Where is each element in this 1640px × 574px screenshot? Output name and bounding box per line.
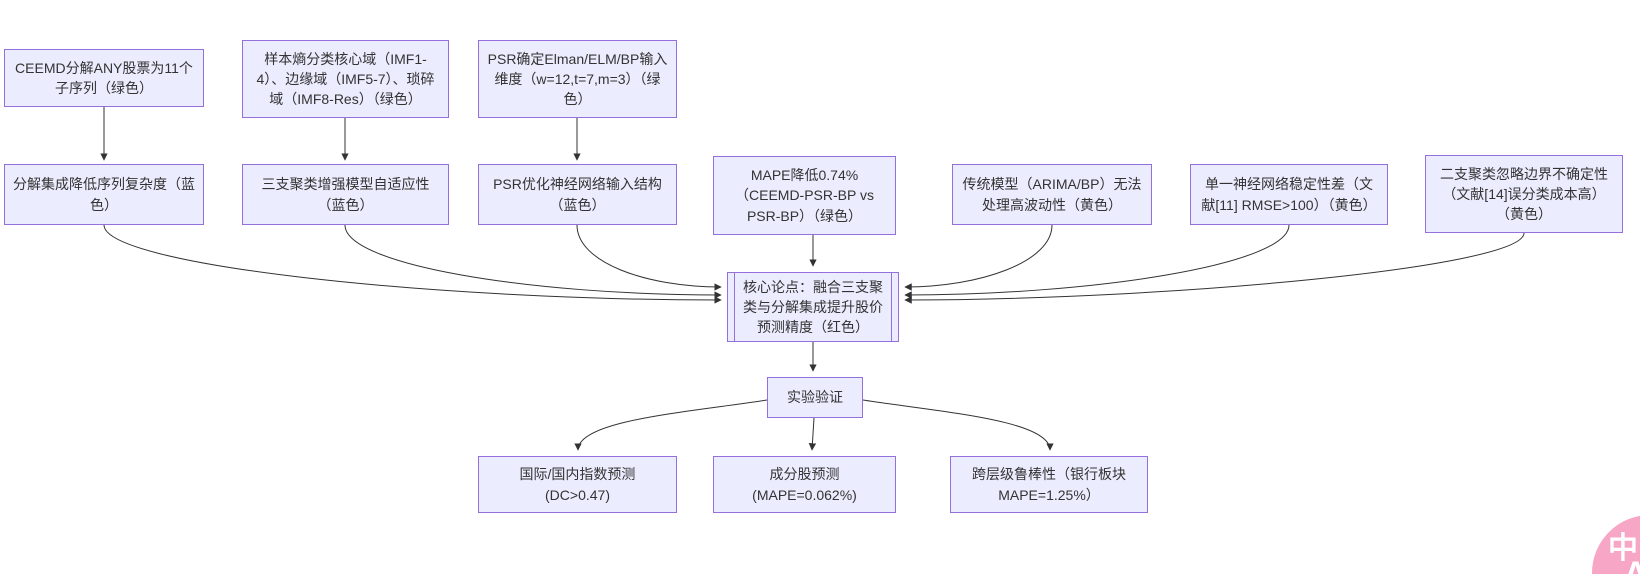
translate-badge-button[interactable]: 中 A (1592, 515, 1640, 574)
edge-experiment-index (574, 399, 768, 451)
node-decomposition-benefit: 分解集成降低序列复杂度（蓝色） (4, 164, 204, 225)
node-crosslevel-robustness: 跨层级鲁棒性（银行板块MAPE=1.25%） (950, 456, 1148, 513)
node-psr-dimension: PSR确定Elman/ELM/BP输入维度（w=12,t=7,m=3）（绿色） (478, 40, 677, 118)
node-index-prediction: 国际/国内指数预测 (DC>0.47) (478, 456, 677, 513)
edge-psropt-core (576, 224, 722, 291)
badge-english-glyph: A (1624, 555, 1640, 574)
badge-chinese-glyph: 中 (1608, 532, 1638, 565)
node-threeway-clustering: 三支聚类增强模型自适应性（蓝色） (242, 164, 449, 225)
node-twoway-clustering: 二支聚类忽略边界不确定性（文献[14]误分类成本高）（黄色） (1425, 155, 1623, 233)
node-core-thesis: 核心论点：融合三支聚类与分解集成提升股价预测精度（红色） (727, 272, 899, 342)
node-experiment-validation: 实验验证 (767, 377, 863, 418)
edge-traditional-core (904, 224, 1053, 291)
edge-experiment-robust (862, 399, 1054, 451)
node-single-nn-instability: 单一神经网络稳定性差（文献[11] RMSE>100）（黄色） (1190, 164, 1388, 225)
edge-decomp-core (103, 224, 722, 304)
node-stock-prediction: 成分股预测 (MAPE=0.062%) (713, 456, 896, 513)
node-ceemd-decomposition: CEEMD分解ANY股票为11个子序列（绿色） (4, 49, 204, 107)
node-traditional-model: 传统模型（ARIMA/BP）无法处理高波动性（黄色） (952, 164, 1152, 225)
edge-twoway-core (904, 232, 1525, 304)
edge-threeway-core (344, 224, 722, 299)
node-psr-optimization: PSR优化神经网络输入结构（蓝色） (478, 164, 677, 225)
node-sample-entropy: 样本熵分类核心域（IMF1-4）、边缘域（IMF5-7）、琐碎域（IMF8-Re… (242, 40, 449, 118)
node-mape-reduction: MAPE降低0.74%（CEEMD-PSR-BP vs PSR-BP）（绿色） (713, 156, 896, 235)
edge-singlenn-core (904, 224, 1290, 299)
edge-experiment-stock (808, 417, 817, 451)
